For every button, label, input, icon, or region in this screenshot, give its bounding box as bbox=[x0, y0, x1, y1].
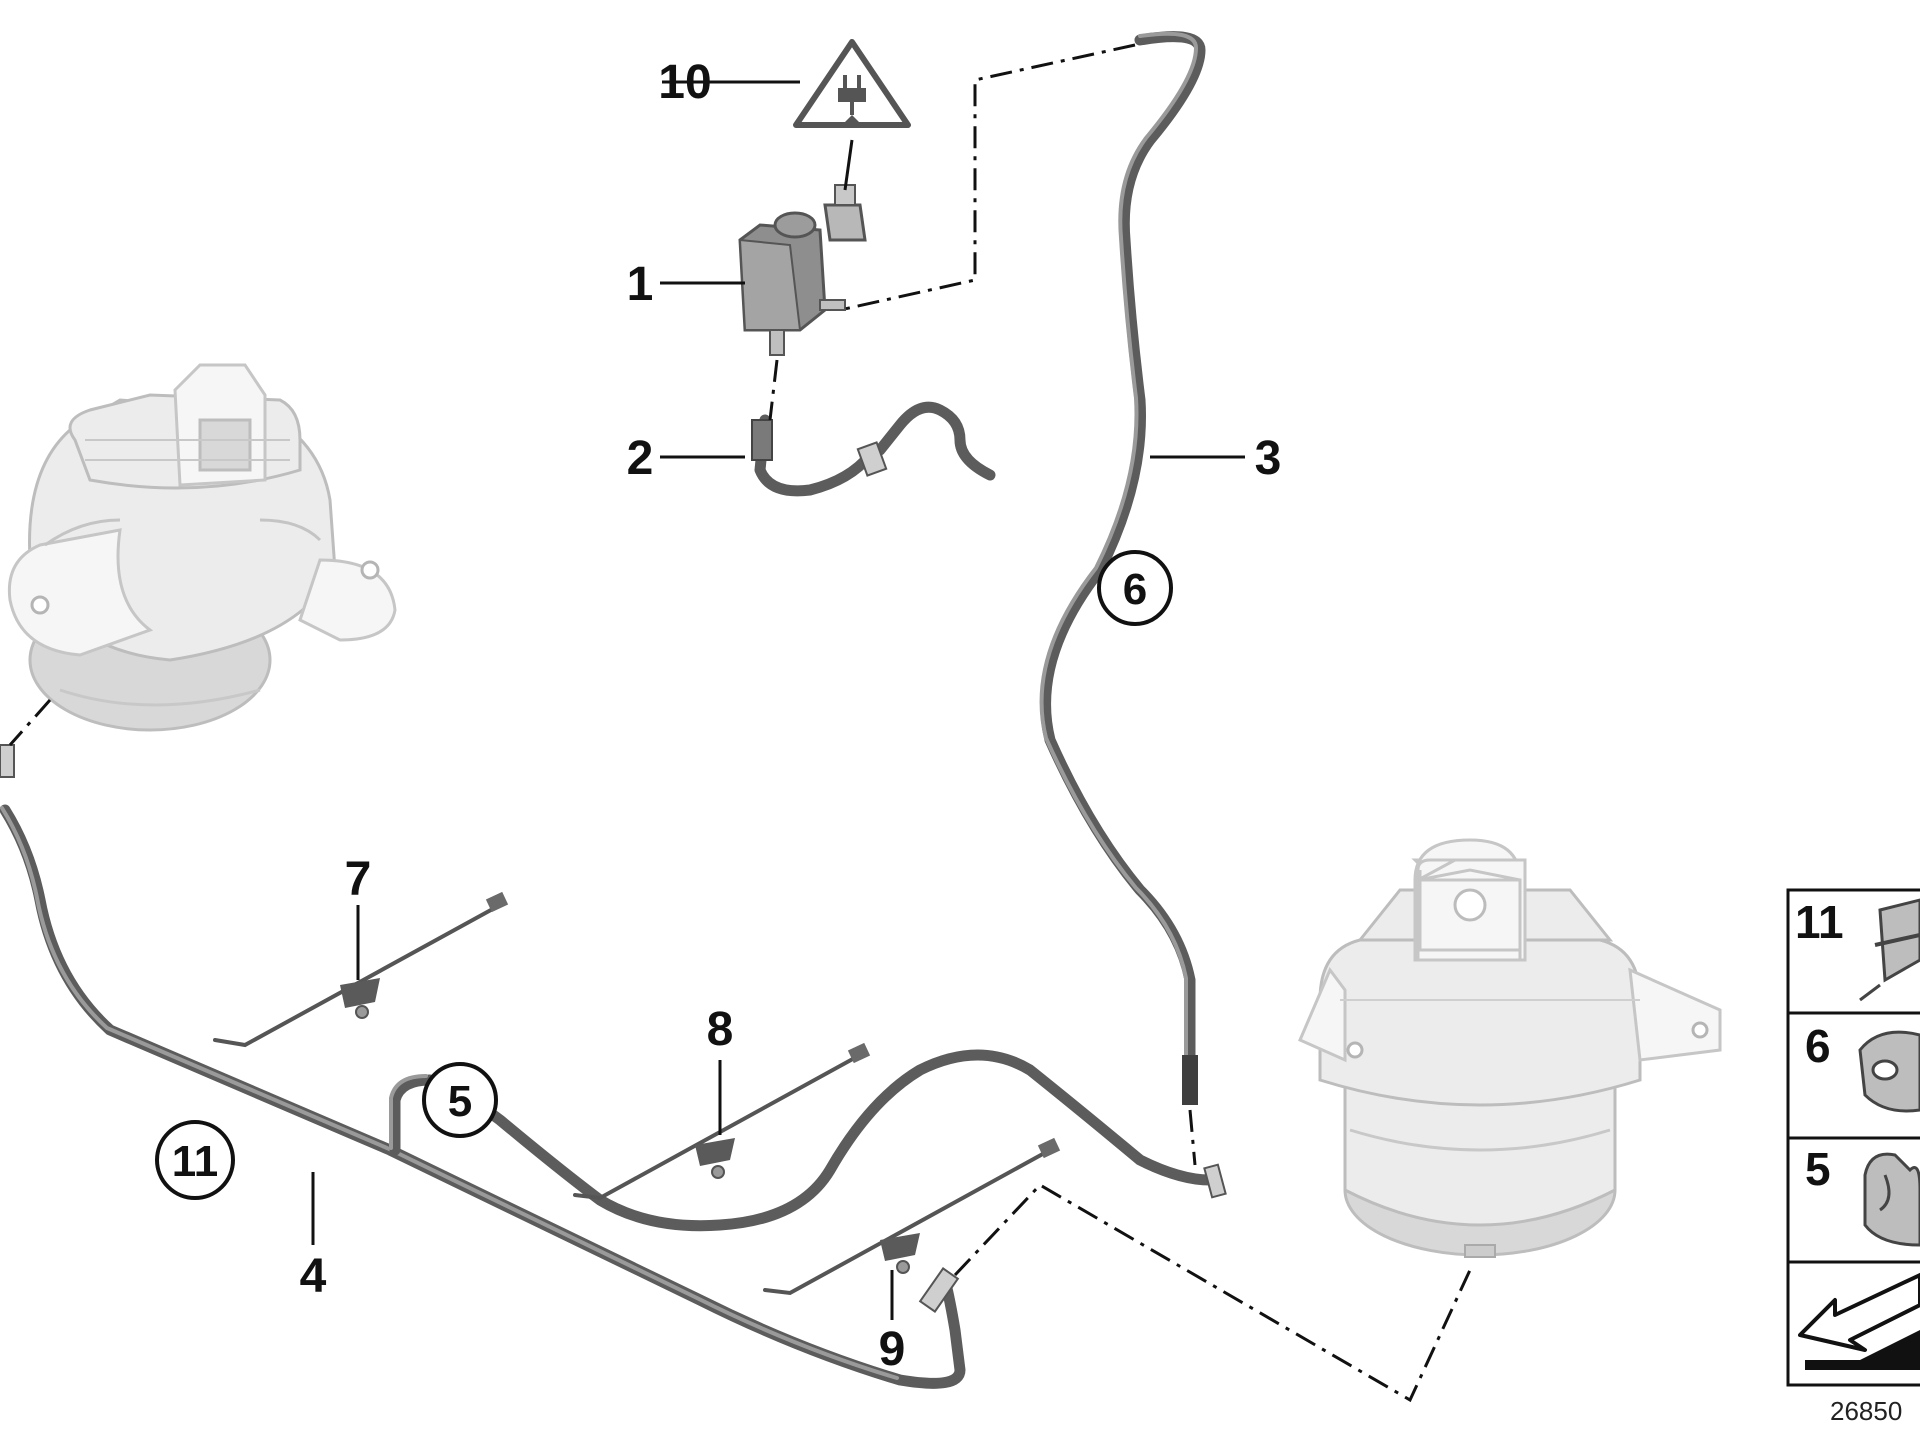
vacuum-hose-2[interactable] bbox=[751, 401, 996, 497]
warning-to-valve-leader bbox=[843, 139, 854, 191]
left-engine-mount[interactable] bbox=[7, 363, 397, 732]
cable-tie-7[interactable] bbox=[213, 891, 509, 1048]
cable-tie-8[interactable] bbox=[573, 1042, 871, 1201]
pointing-arrow-icon bbox=[1798, 1273, 1920, 1370]
svg-text:11: 11 bbox=[172, 1137, 219, 1186]
vacuum-hose-5[interactable] bbox=[389, 1049, 1216, 1232]
assembly-dash-lines bbox=[8, 43, 1472, 1403]
legend-panel: 11 6 5 bbox=[1786, 888, 1920, 1387]
electrical-warning-icon bbox=[793, 39, 911, 128]
vacuum-hose-4[interactable] bbox=[0, 804, 966, 1389]
callout-4: 4 bbox=[300, 1250, 327, 1303]
svg-text:6: 6 bbox=[1805, 1020, 1831, 1072]
circled-callout-6: 6 bbox=[1097, 550, 1173, 626]
cable-tie-9[interactable] bbox=[763, 1137, 1061, 1296]
solenoid-valve[interactable] bbox=[738, 184, 867, 356]
vacuum-hose-3[interactable] bbox=[1039, 31, 1206, 1066]
callout-leaders bbox=[311, 80, 1245, 1320]
svg-text:5: 5 bbox=[448, 1077, 472, 1126]
legend-item-5: 5 bbox=[1805, 1143, 1920, 1247]
svg-text:6: 6 bbox=[1123, 565, 1147, 614]
open-clip-icon bbox=[1863, 1152, 1920, 1247]
hose-clip-icon bbox=[1858, 1030, 1920, 1113]
double-clip-icon bbox=[1859, 898, 1920, 1002]
right-engine-mount[interactable] bbox=[1298, 838, 1722, 1258]
callout-1: 1 bbox=[627, 258, 654, 311]
legend-item-6: 6 bbox=[1805, 1020, 1920, 1113]
legend-item-11: 11 bbox=[1795, 896, 1920, 1002]
callout-8: 8 bbox=[707, 1003, 734, 1056]
callout-7: 7 bbox=[345, 853, 372, 906]
hose-end-connectors bbox=[0, 744, 1227, 1313]
callout-10: 10 bbox=[658, 56, 711, 109]
svg-text:11: 11 bbox=[1795, 896, 1844, 948]
svg-text:5: 5 bbox=[1805, 1143, 1831, 1195]
callout-2: 2 bbox=[627, 432, 654, 485]
diagram-reference-number: 26850 bbox=[1830, 1396, 1902, 1426]
callout-9: 9 bbox=[879, 1323, 906, 1376]
circled-callout-11: 11 bbox=[155, 1120, 235, 1200]
callout-3: 3 bbox=[1255, 432, 1282, 485]
circled-callout-5: 5 bbox=[422, 1062, 498, 1138]
